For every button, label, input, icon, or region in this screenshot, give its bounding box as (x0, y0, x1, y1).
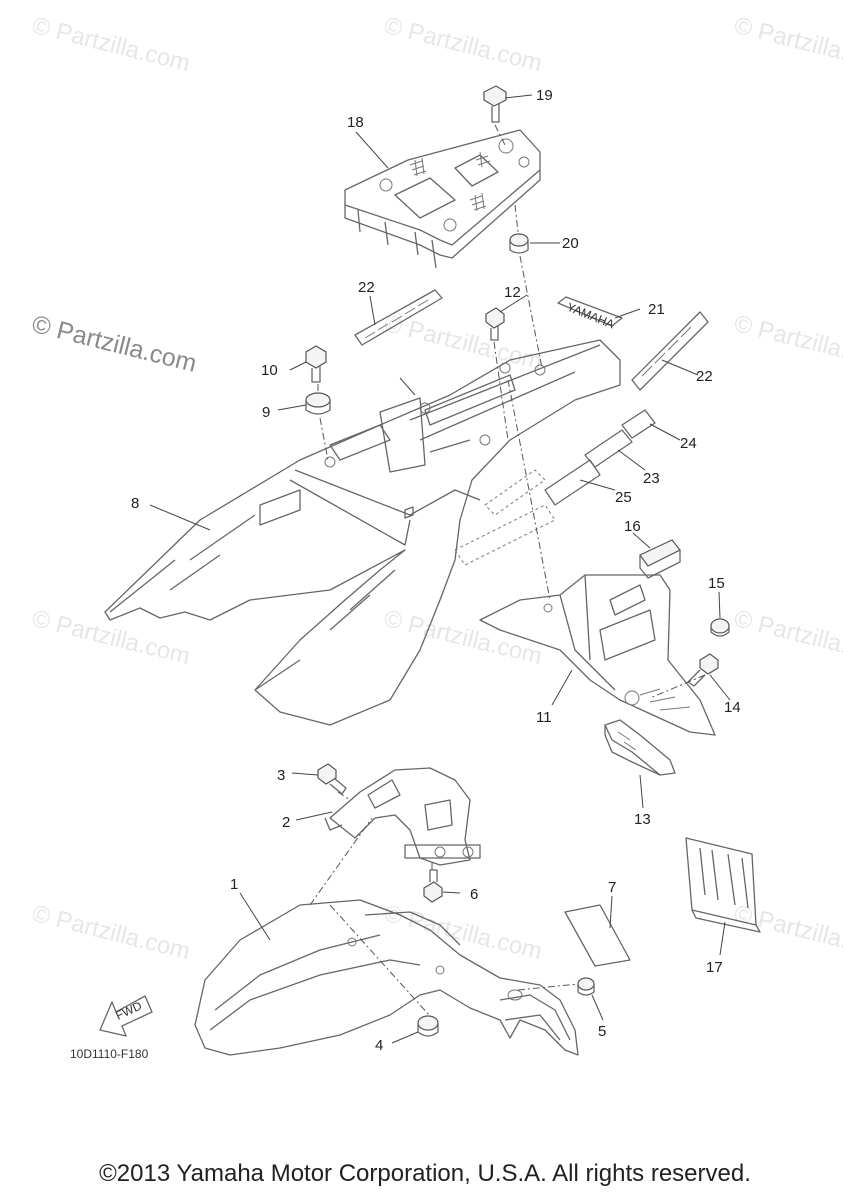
callout-21: 21 (648, 301, 665, 318)
part-2-fender-bracket[interactable] (324, 767, 481, 866)
callout-20: 20 (562, 235, 579, 252)
part-5-nut[interactable] (577, 977, 595, 996)
part-7-decal[interactable] (564, 904, 631, 967)
callout-24: 24 (680, 435, 697, 452)
part-8-rear-fender-cover[interactable] (104, 339, 621, 726)
callout-16: 16 (624, 518, 641, 535)
part-24-pad[interactable] (621, 409, 656, 439)
callout-18: 18 (347, 114, 364, 131)
callout-3: 3 (277, 767, 285, 784)
part-17-mud-flap[interactable] (685, 837, 761, 933)
diagram-code: 10D1110-F180 (70, 1047, 149, 1061)
part-6-bolt[interactable] (423, 869, 443, 903)
part-4-nut[interactable] (417, 1015, 439, 1037)
fwd-label: FWD (113, 998, 144, 1022)
part-20-grommet[interactable] (509, 233, 529, 254)
yamaha-text: YAMAHA (565, 300, 616, 332)
callout-9: 9 (262, 404, 270, 421)
part-22-emblem-right[interactable] (631, 311, 709, 391)
callout-7: 7 (608, 879, 616, 896)
part-12-bolt[interactable] (485, 307, 505, 341)
callout-17: 17 (706, 959, 723, 976)
callout-labels: 18 19 20 12 22 21 22 10 9 8 24 23 25 16 … (70, 87, 741, 1061)
assembly-axes (309, 124, 706, 1017)
part-3-bolt[interactable] (317, 763, 347, 795)
part-22-emblem-left[interactable] (354, 289, 443, 346)
part-1-rear-fender[interactable] (194, 899, 579, 1056)
part-19-bolt[interactable] (483, 85, 507, 123)
callout-11: 11 (536, 709, 552, 726)
callout-19: 19 (536, 87, 553, 104)
part-15-nut[interactable] (710, 618, 730, 637)
fwd-arrow-icon: FWD (99, 995, 153, 1037)
callout-25: 25 (615, 489, 632, 506)
part-18-rear-carrier[interactable] (344, 129, 541, 269)
part-21-yamaha-decal[interactable]: YAMAHA (557, 296, 623, 332)
callout-13: 13 (634, 811, 651, 828)
part-11-rear-flap[interactable] (479, 574, 716, 736)
part-13-bracket[interactable] (604, 719, 676, 776)
callout-12: 12 (504, 284, 521, 301)
part-10-bolt[interactable] (305, 345, 327, 383)
callout-15: 15 (708, 575, 725, 592)
callout-22-right: 22 (696, 368, 713, 385)
part-14-bolt[interactable] (687, 653, 719, 687)
callout-2: 2 (282, 814, 290, 831)
part-9-damper[interactable] (305, 392, 331, 415)
part-16-reflector[interactable] (639, 539, 681, 579)
leader-lines (149, 94, 731, 1044)
part-23-pad[interactable] (584, 429, 633, 468)
part-25-pad[interactable] (544, 459, 601, 506)
callout-4: 4 (375, 1037, 383, 1054)
callout-22-left: 22 (358, 279, 375, 296)
callout-1: 1 (230, 876, 238, 893)
callout-10: 10 (261, 362, 278, 379)
callout-5: 5 (598, 1023, 606, 1040)
callout-8: 8 (131, 495, 139, 512)
callout-23: 23 (643, 470, 660, 487)
callout-14: 14 (724, 699, 741, 716)
callout-6: 6 (470, 886, 478, 903)
copyright-notice: ©2013 Yamaha Motor Corporation, U.S.A. A… (99, 1160, 751, 1187)
